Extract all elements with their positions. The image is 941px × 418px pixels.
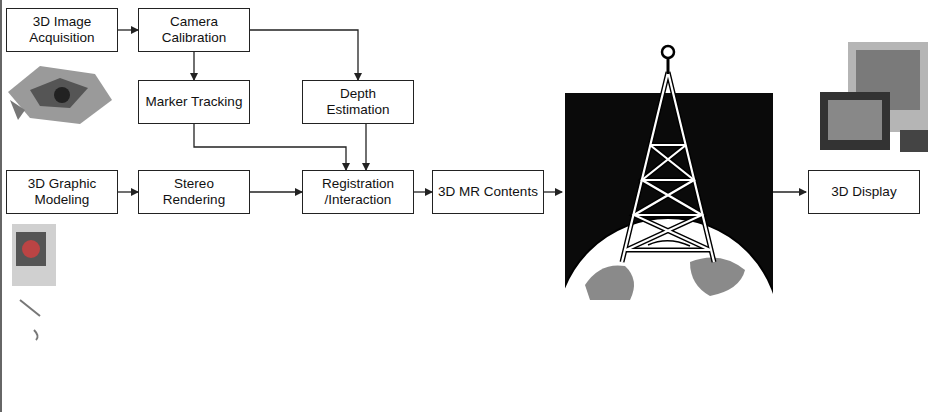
process-box: Marker Tracking [138,80,250,124]
process-box: Registration /Interaction [302,170,414,214]
process-box: 3D Image Acquisition [6,8,118,52]
box-label: 3D Image Acquisition [11,14,113,46]
box-label: 3D Display [831,184,896,200]
display-photo [820,42,928,152]
process-box: Camera Calibration [138,8,250,52]
box-label: Stereo Rendering [143,176,245,208]
process-box: Stereo Rendering [138,170,250,214]
flow-arrow [194,124,346,170]
flow-arrow [193,52,194,80]
process-box: 3D MR Contents [432,170,544,214]
flow-arrow [118,29,138,30]
flow-arrow [118,191,138,192]
process-box: 3D Display [808,170,920,214]
flow-arrow [250,191,302,192]
box-label: Camera Calibration [143,14,245,46]
box-label: Registration /Interaction [307,176,409,208]
process-box: 3D Graphic Modeling [6,170,118,214]
frame-line [0,0,2,412]
flow-arrow [414,191,432,192]
camera-photo [8,66,112,124]
flow-arrow [250,30,358,80]
box-label: Depth Estimation [307,86,409,118]
broadcast-illustration [556,46,780,418]
flow-arrow [773,191,806,192]
flow-arrow [542,191,562,192]
box-label: 3D MR Contents [438,184,538,200]
process-box: Depth Estimation [302,80,414,124]
flow-arrow [365,124,366,170]
box-label: 3D Graphic Modeling [11,176,113,208]
headset-photo [12,224,56,340]
box-label: Marker Tracking [146,94,243,110]
